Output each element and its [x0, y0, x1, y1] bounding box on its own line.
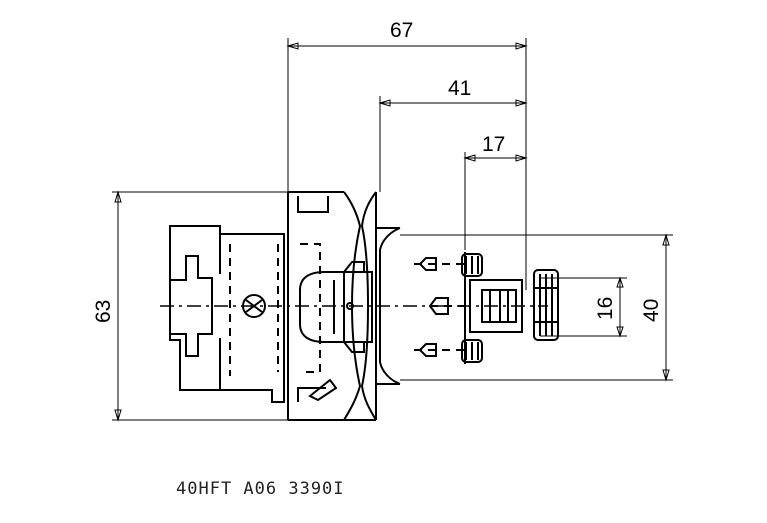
- flange-collar: [287, 191, 400, 421]
- drawing-caption: 40HFT A06 3390I: [176, 479, 345, 499]
- dimension-16: 16: [540, 276, 627, 338]
- collet-nut: [428, 269, 559, 341]
- dimension-17: 17: [463, 133, 528, 250]
- screw-top: [414, 253, 483, 277]
- dimension-17-label: 17: [482, 133, 505, 156]
- dimension-40: 40: [400, 233, 673, 382]
- dimension-41-label: 41: [448, 77, 471, 100]
- dimension-40-label: 40: [640, 299, 663, 322]
- drawbar: [299, 261, 373, 353]
- dimension-63-label: 63: [92, 300, 115, 323]
- cross-hole: [242, 294, 266, 318]
- dimension-16-label: 16: [594, 297, 617, 320]
- dimension-67-label: 67: [390, 19, 413, 42]
- hsk-shank: [169, 225, 321, 403]
- dimension-41: 41: [378, 77, 528, 192]
- screw-bottom: [414, 339, 483, 363]
- dimension-67: 67: [286, 19, 528, 290]
- dimension-63: 63: [92, 190, 288, 422]
